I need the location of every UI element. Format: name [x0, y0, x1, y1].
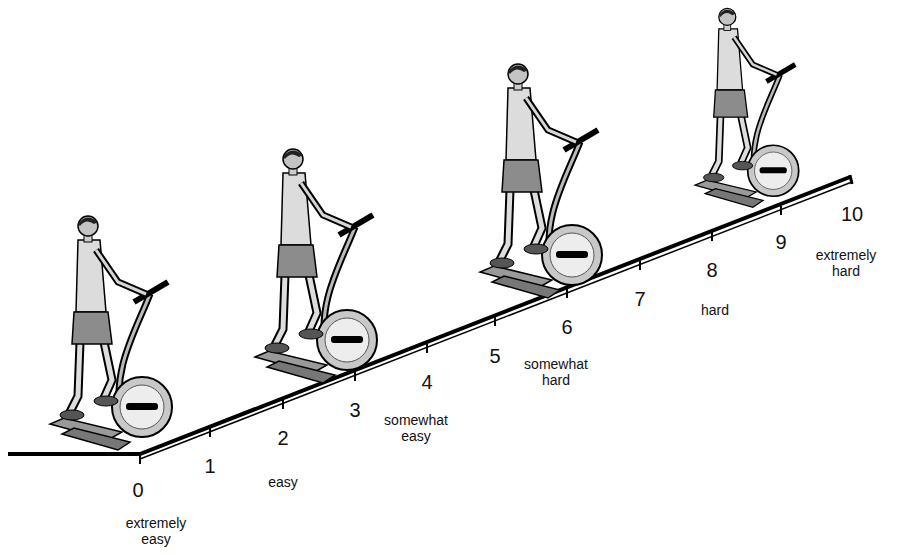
ground-line: [8, 175, 852, 459]
scale-number: 0: [132, 479, 143, 502]
elliptical-figure: [50, 216, 172, 450]
elliptical-figure: [255, 149, 377, 383]
scale-number: 7: [634, 288, 645, 311]
scale-label: extremely hard: [807, 247, 885, 279]
scale-number: 2: [277, 427, 288, 450]
scale-number: 5: [489, 345, 500, 368]
scale-number: 8: [706, 259, 717, 282]
scale-label: somewhat easy: [377, 412, 455, 444]
scale-label: extremely easy: [117, 515, 195, 547]
scale-label: somewhat hard: [517, 356, 595, 388]
scale-label: easy: [268, 474, 298, 490]
scale-number: 9: [775, 231, 786, 254]
scale-number: 6: [561, 316, 572, 339]
elliptical-figure: [480, 64, 602, 298]
scale-label: hard: [701, 302, 729, 318]
scale-number: 1: [204, 455, 215, 478]
tick-marks: [140, 206, 781, 464]
scale-number: 4: [421, 371, 432, 394]
scale-number: 3: [349, 399, 360, 422]
elliptical-figure: [695, 8, 799, 207]
scale-number: 10: [841, 203, 863, 226]
